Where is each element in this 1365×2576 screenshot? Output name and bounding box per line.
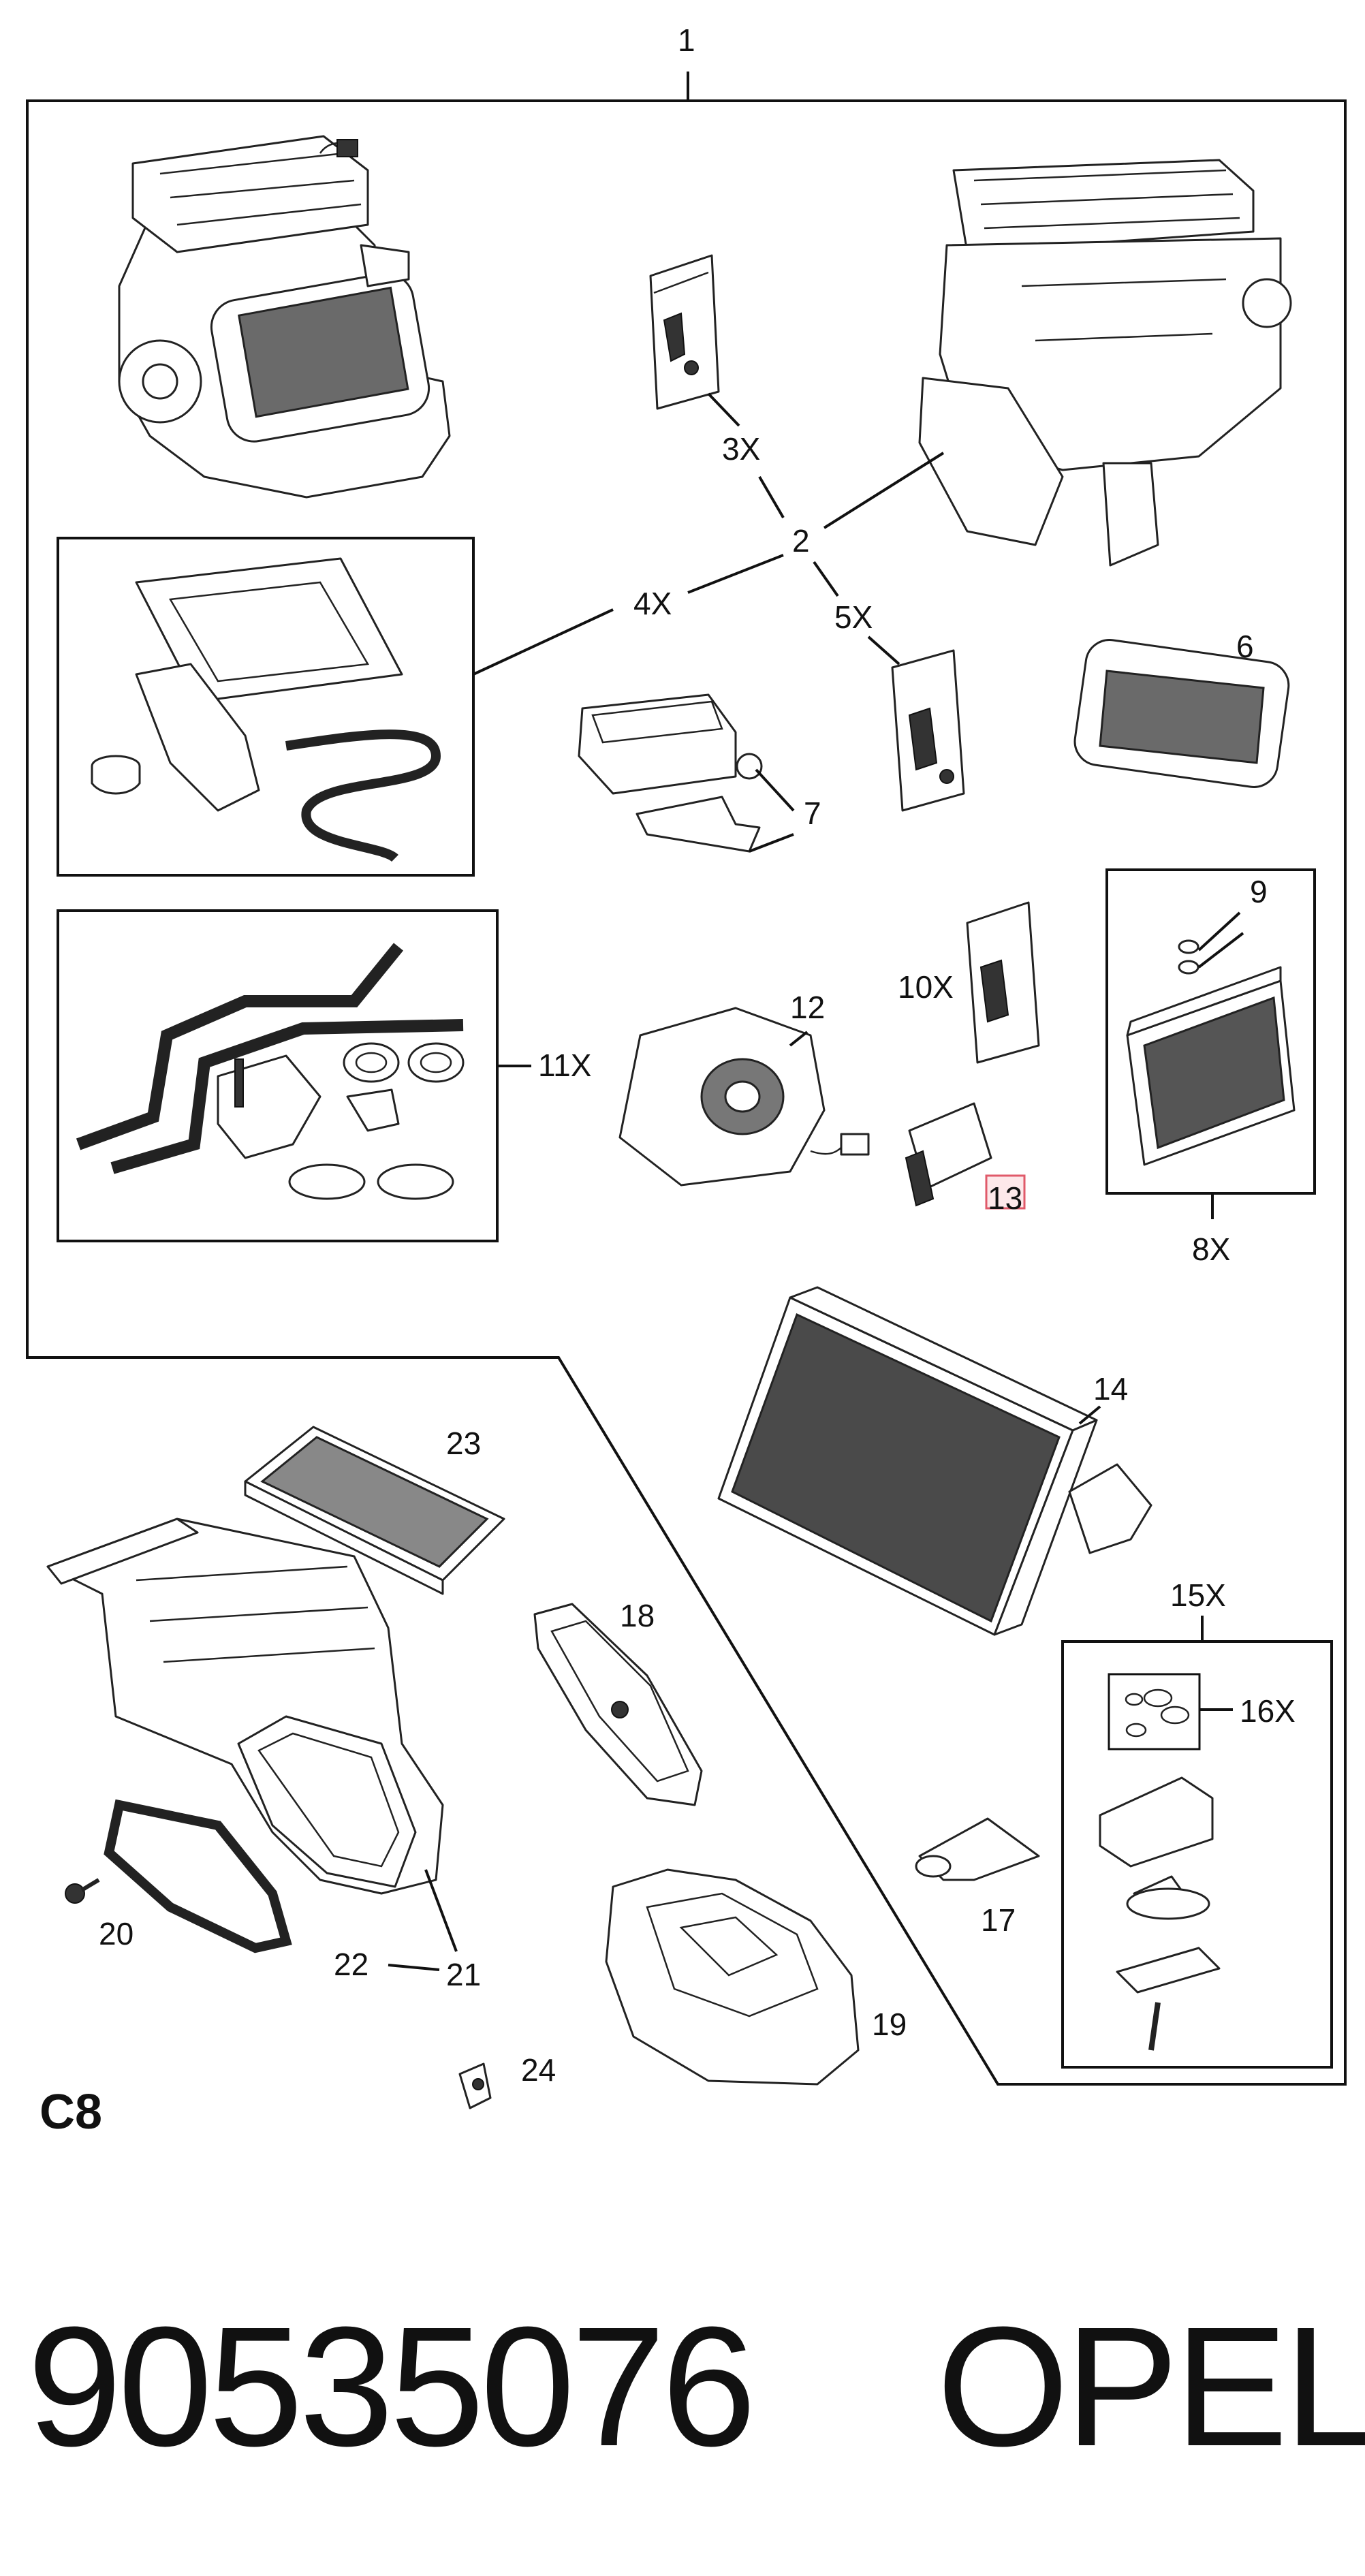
hardware-bag-10x (966, 901, 1040, 1064)
hvac-housing-right (918, 159, 1292, 567)
expansion-valve (1099, 1776, 1221, 2051)
assembly-frame (26, 99, 1347, 2086)
callout-2: 2 (792, 523, 810, 559)
leader-4x (473, 608, 614, 676)
screw-20 (65, 1878, 100, 1904)
callout-1: 1 (678, 22, 695, 58)
pipe-kit-parts (76, 943, 465, 1200)
callout-20: 20 (99, 1916, 134, 1951)
filter-frame-6 (1073, 639, 1290, 788)
leader-21 (424, 1869, 458, 1952)
callout-10x: 10X (898, 969, 954, 1005)
section-code: C8 (40, 2085, 102, 2139)
callout-12: 12 (790, 990, 825, 1025)
heater-core (1126, 939, 1296, 1166)
callout-16x: 16X (1240, 1693, 1296, 1729)
clip-24 (458, 2062, 492, 2109)
leader-2-to-3x (758, 475, 785, 519)
callout-14: 14 (1093, 1371, 1128, 1407)
door-18 (533, 1603, 703, 1806)
brand-name: OPEL (937, 2291, 1365, 2481)
part-number: 90535076 (27, 2291, 752, 2481)
callout-24: 24 (521, 2052, 556, 2088)
hvac-housing-left (118, 135, 451, 499)
hardware-bag-5x (891, 649, 965, 812)
leader-12 (789, 1031, 809, 1047)
callout-5x: 5X (834, 599, 873, 635)
callout-6: 6 (1236, 629, 1254, 664)
duct-17 (915, 1817, 1040, 1881)
filter-kit-parts (91, 557, 441, 862)
callout-22: 22 (334, 1947, 368, 1982)
callout-13: 13 (988, 1180, 1022, 1216)
leader-2-to-5x (813, 561, 839, 597)
lower-housing-19 (605, 1868, 860, 2086)
callout-11x: 11X (538, 1048, 591, 1083)
seal-22 (104, 1799, 292, 1953)
callout-4x: 4X (633, 586, 672, 621)
evaporator-14 (717, 1286, 1152, 1636)
leader-14 (1078, 1405, 1101, 1425)
leader-2-to-4x (687, 554, 784, 594)
kit-box-8x (1105, 868, 1316, 1195)
callout-23: 23 (446, 1426, 481, 1461)
leader-9b (1197, 932, 1244, 969)
leader-7a (755, 768, 795, 812)
intake-duct-21 (46, 1518, 444, 1895)
kit-box-4x (57, 537, 475, 877)
actuator-7 (578, 693, 763, 853)
leader-2-to-housing (823, 452, 945, 529)
leader-7b (749, 833, 794, 853)
callout-7: 7 (804, 796, 821, 831)
callout-21: 21 (446, 1957, 481, 1992)
callout-3x: 3X (722, 431, 760, 467)
leader-5x (867, 635, 900, 665)
blower-resistor-13 (905, 1102, 992, 1207)
leader-9 (1197, 911, 1241, 952)
callout-15x: 15X (1170, 1577, 1226, 1613)
blower-motor-12 (618, 1007, 870, 1187)
kit-box-15x (1061, 1640, 1333, 2069)
highlight-13 (985, 1174, 1026, 1210)
hardware-bag-3x (649, 254, 720, 410)
kit-box-16x (1108, 1673, 1201, 1750)
leader-3x (707, 392, 740, 427)
kit-box-11x (57, 909, 499, 1242)
callout-17: 17 (981, 1902, 1016, 1938)
callout-18: 18 (620, 1598, 655, 1633)
callout-19: 19 (872, 2007, 907, 2042)
callout-8x: 8X (1192, 1231, 1230, 1267)
cabin-filter-23 (244, 1426, 505, 1595)
callout-9: 9 (1250, 874, 1268, 909)
oring-set-16x (1125, 1688, 1190, 1738)
leader-22 (388, 1964, 440, 1971)
